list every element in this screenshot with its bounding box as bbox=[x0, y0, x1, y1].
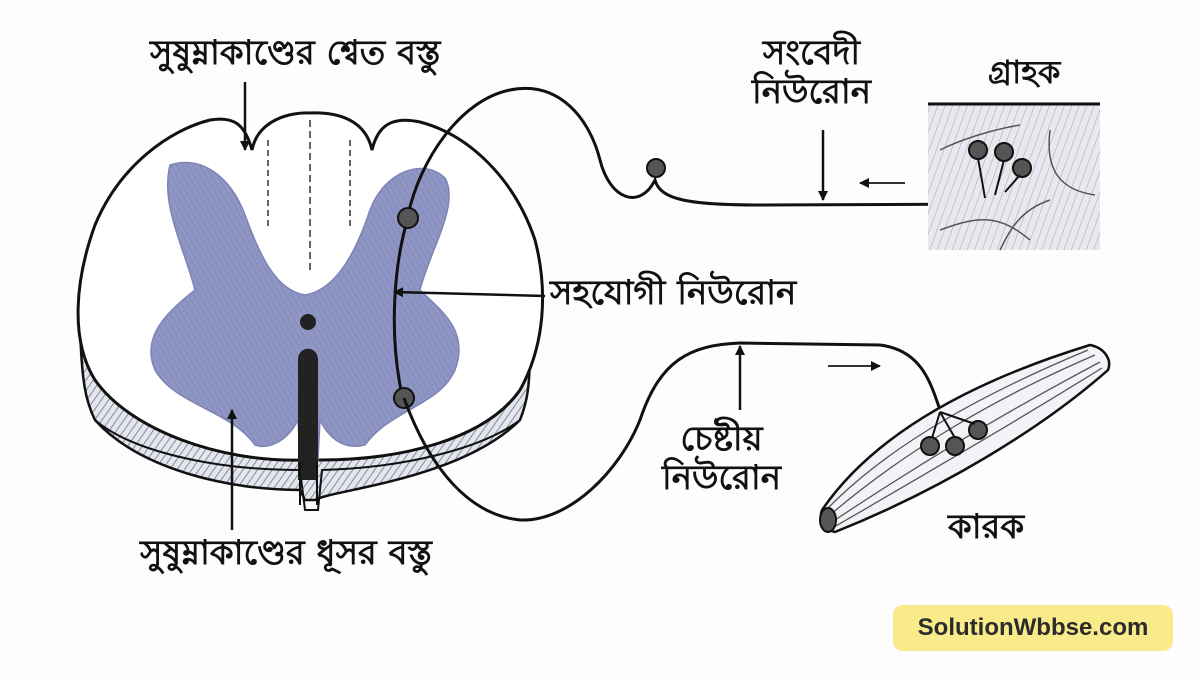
ventral-fissure-base bbox=[299, 462, 318, 505]
receptor-ending-2 bbox=[994, 142, 1014, 162]
motor-neuron bbox=[402, 341, 942, 522]
association-neuron bbox=[392, 217, 410, 396]
label-association-neuron: সহযোগী নিউরোন bbox=[550, 273, 797, 313]
label-receptor: গ্রাহক bbox=[988, 53, 1061, 91]
motor-ending-3 bbox=[968, 420, 988, 440]
sensory-neuron bbox=[406, 87, 1030, 216]
motor-ending-1 bbox=[920, 436, 940, 456]
effector-muscle bbox=[819, 343, 1111, 534]
label-sensory-neuron-line1: সংবেদী bbox=[762, 33, 861, 73]
label-effector: কারক bbox=[948, 507, 1025, 547]
label-white-matter: সুষুম্নাকাণ্ডের শ্বেত বস্তু bbox=[150, 33, 441, 73]
spinal-cord bbox=[76, 111, 545, 511]
spinal-cord-bottom-edge bbox=[94, 419, 521, 511]
central-canal bbox=[300, 314, 316, 330]
motor-ending-2 bbox=[945, 436, 965, 456]
association-cell-body-top bbox=[397, 207, 419, 229]
label-motor-neuron-line1: চেষ্টীয় bbox=[680, 419, 763, 459]
label-grey-matter: সুষুম্নাকাণ্ডের ধূসর বস্তু bbox=[140, 533, 432, 573]
muscle-tendon-end bbox=[819, 507, 837, 533]
watermark-badge: SolutionWbbse.com bbox=[893, 605, 1173, 651]
label-motor-neuron: চেষ্টীয় নিউরোন bbox=[662, 419, 782, 499]
grey-matter bbox=[150, 161, 460, 461]
label-sensory-neuron: সংবেদী নিউরোন bbox=[752, 33, 872, 113]
sensory-ganglion bbox=[646, 158, 666, 178]
receptor-ending-1 bbox=[968, 140, 988, 160]
label-motor-neuron-line2: নিউরোন bbox=[662, 458, 782, 499]
ventral-fissure bbox=[298, 348, 318, 480]
association-neuron-pointer bbox=[393, 287, 546, 298]
receptor-ending-3 bbox=[1012, 158, 1032, 178]
skin-block bbox=[928, 102, 1100, 250]
receptor-skin bbox=[928, 102, 1100, 251]
label-sensory-neuron-line2: নিউরোন bbox=[752, 72, 872, 113]
